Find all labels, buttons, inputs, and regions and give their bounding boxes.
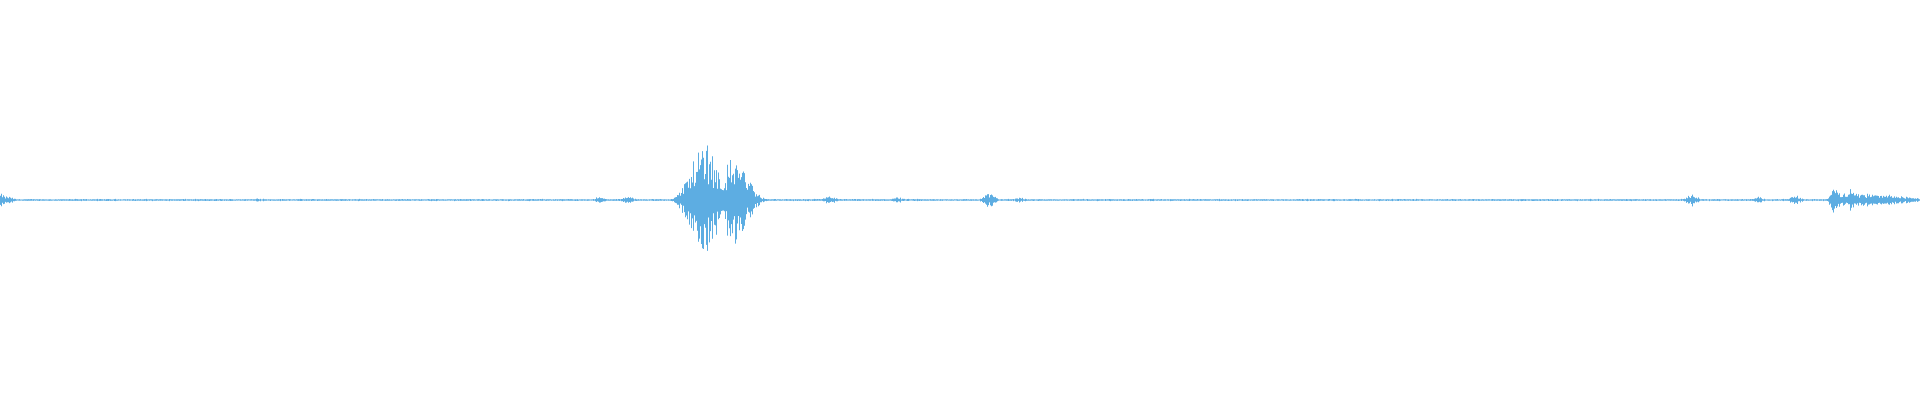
- waveform-bars: [0, 145, 1920, 251]
